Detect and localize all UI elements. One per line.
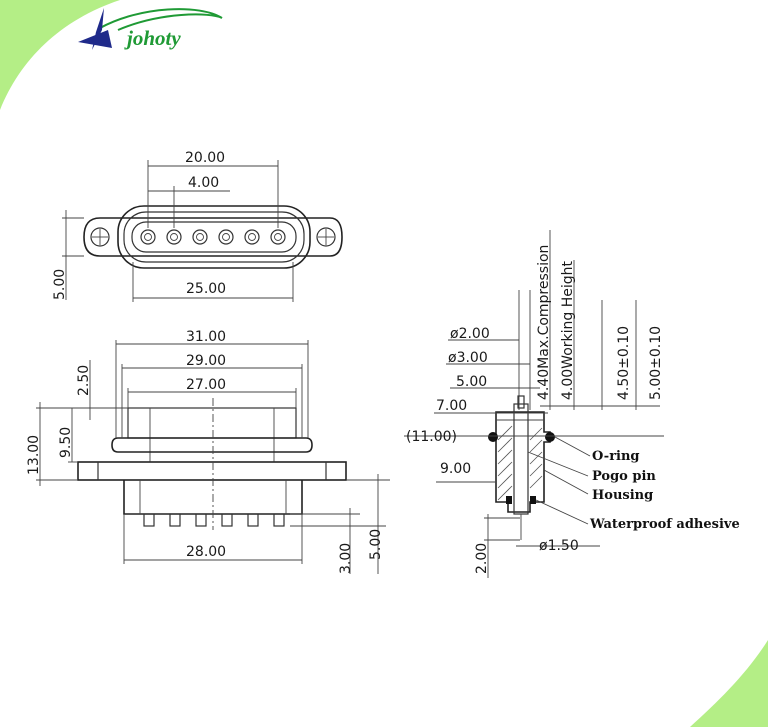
housing-hatch [497, 425, 543, 501]
dim-d3: ø3.00 [448, 350, 488, 366]
dim-31: 31.00 [186, 329, 226, 345]
dim-4: 4.00 [188, 175, 219, 191]
logo-text: johoty [124, 26, 181, 50]
dim-29: 29.00 [186, 353, 226, 369]
dim-9: 9.00 [440, 461, 471, 477]
dim-2: 2.00 [474, 543, 490, 574]
dim-28: 28.00 [186, 544, 226, 560]
dim-9-5: 9.50 [58, 427, 74, 458]
o-ring [488, 432, 498, 442]
front-view: 31.00 29.00 27.00 13.00 9.50 2.50 28.00 … [26, 329, 390, 574]
dim-7: 7.00 [436, 398, 467, 414]
corner-decoration-top-left [0, 0, 120, 110]
johoty-logo: johoty [78, 8, 223, 50]
dim-d1-5: ø1.50 [539, 538, 579, 554]
dim-27: 27.00 [186, 377, 226, 393]
dim-13: 13.00 [26, 435, 42, 475]
dim-max-compression: 4.40Max.Compression [536, 245, 552, 400]
corner-decoration-bottom-right [690, 640, 768, 727]
dim-working-height: 4.00Working Height [560, 260, 576, 400]
dim-5-front: 5.00 [368, 529, 384, 560]
dim-5-top: 5.00 [52, 269, 68, 300]
dim-4-5: 4.50±0.10 [616, 326, 632, 400]
dim-11: (11.00) [406, 429, 457, 445]
label-pogo-pin: Pogo pin [592, 469, 656, 484]
top-pins [140, 229, 286, 245]
dim-25: 25.00 [186, 281, 226, 297]
label-o-ring: O-ring [592, 449, 640, 464]
dim-5-side: 5.00±0.10 [648, 326, 664, 400]
dim-d2: ø2.00 [450, 326, 490, 342]
dim-20: 20.00 [185, 150, 225, 166]
top-flange [83, 217, 343, 257]
label-housing: Housing [592, 488, 653, 503]
side-view: 4.40Max.Compression 4.00Working Height 4… [404, 230, 740, 578]
dim-5-side-w: 5.00 [456, 374, 487, 390]
front-pins [143, 513, 285, 527]
label-waterproof-adhesive: Waterproof adhesive [589, 517, 740, 532]
dim-3: 3.00 [338, 543, 354, 574]
dim-2-5: 2.50 [76, 365, 92, 396]
top-view: 20.00 4.00 5.00 25.00 [52, 150, 343, 302]
